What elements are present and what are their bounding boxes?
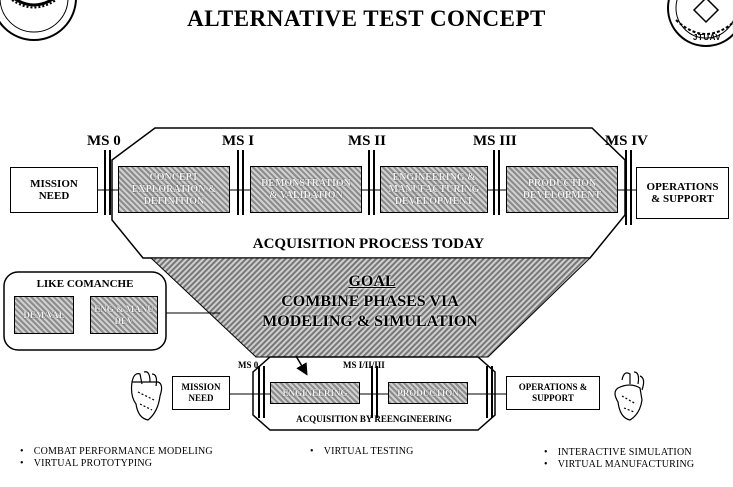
right-seal-logo	[667, 0, 733, 47]
right-hand-icon	[614, 371, 645, 421]
goal-line1: COMBINE PHASES VIA	[281, 293, 459, 310]
phase-concept-label: CONCEPT EXPLORATION & DEFINITION	[131, 171, 217, 207]
bullet-virtual-prototyping: VIRTUAL PROTOTYPING	[20, 458, 152, 469]
milestone-ms0-label: MS 0	[87, 133, 121, 149]
bullet-combat-modeling-text: COMBAT PERFORMANCE MODELING	[33, 446, 213, 457]
production-label: PRODUCTION	[397, 388, 459, 398]
engineering-box: ENGINEERING	[270, 382, 360, 404]
pointer-arrow	[295, 355, 308, 376]
left-hand-icon	[130, 371, 163, 421]
comanche-demval-label: DEM/VAL	[23, 310, 65, 320]
phase-production-label: PRODUCTION DEVELOPMENT	[522, 177, 602, 201]
comanche-emd-box: ENG & MANU DEV	[90, 296, 158, 334]
mission-need-label: MISSION NEED	[30, 178, 78, 202]
operations-support-box: OPERATIONS & SUPPORT	[636, 167, 729, 219]
goal-hatched-shape	[149, 257, 592, 358]
bottom-ms0-label: MS 0	[238, 360, 259, 370]
comanche-emd-label: ENG & MANU DEV	[94, 304, 154, 326]
bullet-virtual-manufacturing: VIRTUAL MANUFACTURING	[544, 459, 694, 470]
phase-concept-box: CONCEPT EXPLORATION & DEFINITION	[118, 166, 230, 213]
phase-demval-box: DEMONSTRATION & VALIDATION	[250, 166, 362, 213]
phase-production-box: PRODUCTION DEVELOPMENT	[506, 166, 618, 213]
operations-support-label: OPERATIONS & SUPPORT	[646, 181, 719, 205]
bullet-interactive-simulation: INTERACTIVE SIMULATION	[544, 447, 692, 458]
mission-need-box: MISSION NEED	[10, 167, 98, 213]
phase-demval-label: DEMONSTRATION & VALIDATION	[261, 177, 351, 201]
comanche-demval-box: DEM/VAL	[14, 296, 74, 334]
bullet-combat-modeling: COMBAT PERFORMANCE MODELING	[20, 446, 213, 457]
right-seal-text: JTUAV	[693, 33, 722, 42]
bottom-operations-support-box: OPERATIONS & SUPPORT	[506, 376, 600, 410]
bullet-virtual-testing-text: VIRTUAL TESTING	[323, 446, 414, 457]
bottom-operations-support-label: OPERATIONS & SUPPORT	[518, 382, 588, 403]
goal-line2: MODELING & SIMULATION	[262, 313, 478, 330]
production-box: PRODUCTION	[388, 382, 468, 404]
bottom-mission-need-label: MISSION NEED	[181, 382, 221, 403]
milestone-ms1-label: MS I	[222, 133, 255, 149]
reengineering-caption: ACQUISITION BY REENGINEERING	[296, 414, 452, 424]
phase-emd-box: ENGINEERING & MANUFACTURING DEVELOPMENT	[380, 166, 488, 213]
phase-emd-label: ENGINEERING & MANUFACTURING DEVELOPMENT	[388, 171, 480, 207]
bottom-ms-combined-label: MS I/II/III	[343, 360, 385, 370]
acquisition-today-caption: ACQUISITION PROCESS TODAY	[252, 236, 485, 252]
bullet-virtual-prototyping-text: VIRTUAL PROTOTYPING	[33, 458, 153, 469]
engineering-label: ENGINEERING	[282, 388, 348, 398]
goal-heading: GOAL	[348, 273, 396, 290]
bullet-virtual-manufacturing-text: VIRTUAL MANUFACTURING	[557, 459, 695, 470]
milestone-ms2-label: MS II	[348, 133, 386, 149]
left-seal-logo	[0, 0, 77, 41]
bullet-interactive-simulation-text: INTERACTIVE SIMULATION	[557, 447, 692, 458]
comanche-title: LIKE COMANCHE	[36, 278, 134, 290]
milestone-ms3-label: MS III	[473, 133, 517, 149]
bullet-virtual-testing: VIRTUAL TESTING	[310, 446, 414, 457]
bottom-mission-need-box: MISSION NEED	[172, 376, 230, 410]
page-title: ALTERNATIVE TEST CONCEPT	[187, 6, 546, 31]
milestone-ms4-label: MS IV	[605, 133, 648, 149]
